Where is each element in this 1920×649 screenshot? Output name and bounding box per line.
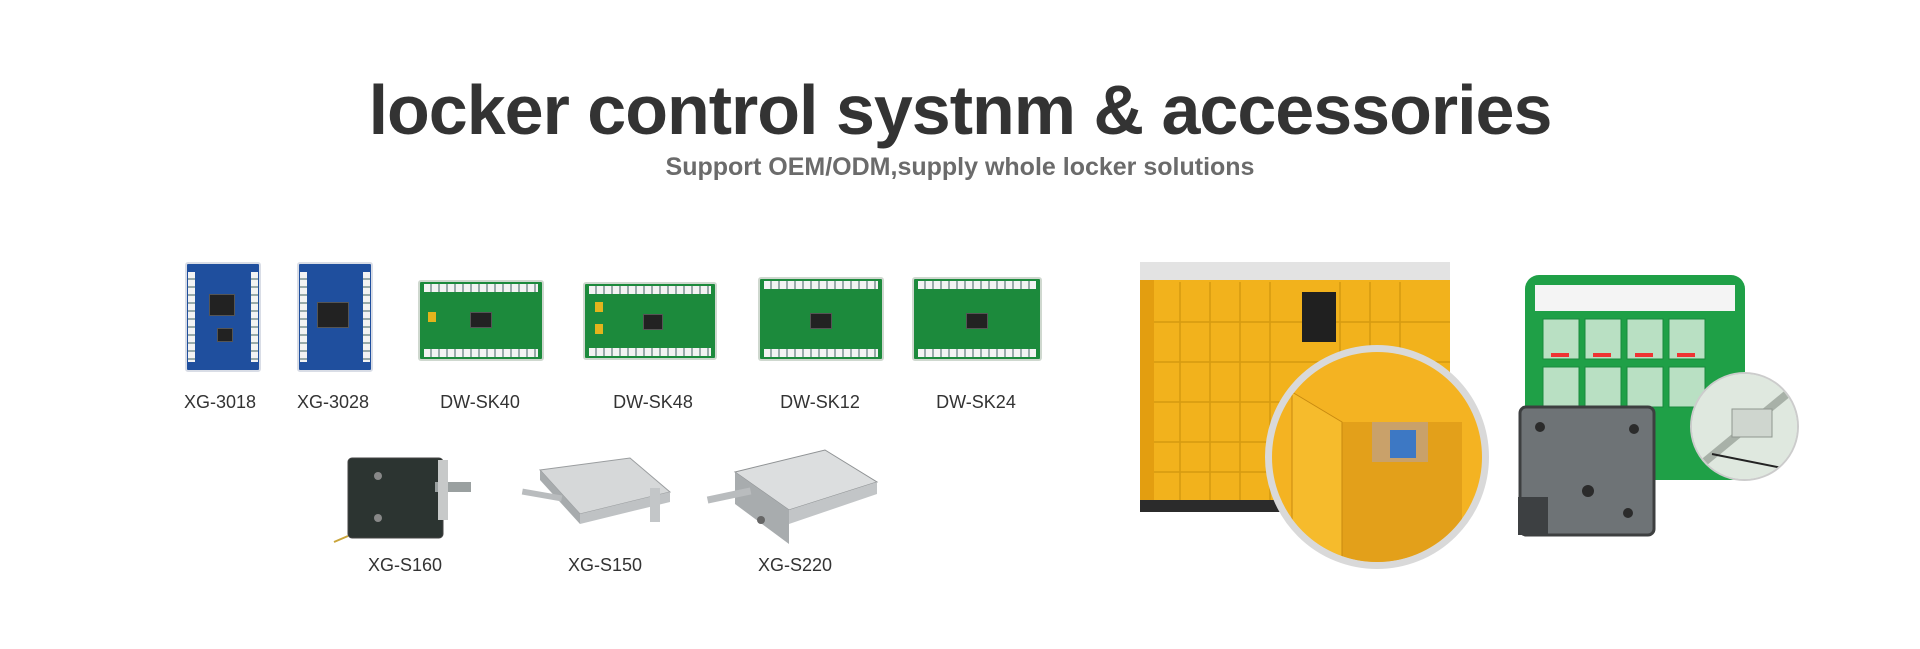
metal-lock-photo (1518, 405, 1656, 537)
lock-image (706, 449, 879, 544)
board-label: DW-SK48 (613, 392, 693, 412)
lock-detail-closeup (1690, 372, 1799, 481)
locker-door-closeup (1265, 345, 1489, 569)
lock-image (333, 457, 471, 543)
board-image (185, 262, 261, 372)
board-image (583, 282, 717, 360)
board-label: XG-3018 (183, 392, 257, 412)
lock-label: XG-S150 (567, 555, 643, 575)
lock-label: XG-S160 (367, 555, 443, 575)
lock-label: XG-S220 (757, 555, 833, 575)
board-image (758, 277, 884, 361)
board-image (912, 277, 1042, 361)
lock-image (521, 457, 672, 524)
board-image (418, 280, 544, 361)
page-title: locker control systnm & accessories (368, 71, 1553, 149)
board-image (297, 262, 373, 372)
page-subtitle: Support OEM/ODM,supply whole locker solu… (665, 153, 1255, 181)
board-label: DW-SK24 (936, 392, 1016, 412)
board-label: DW-SK40 (440, 392, 520, 412)
board-label: XG-3028 (296, 392, 370, 412)
board-label: DW-SK12 (780, 392, 860, 412)
